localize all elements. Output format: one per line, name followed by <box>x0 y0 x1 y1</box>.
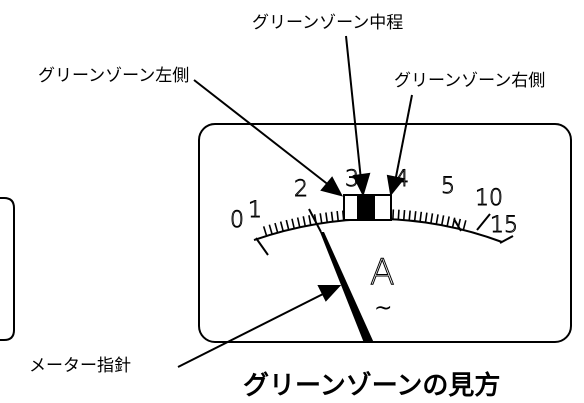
minor-tick-6 <box>296 217 301 228</box>
minor-tick-1 <box>268 224 273 235</box>
minor-tick-21 <box>419 211 423 222</box>
scale-major-ticks <box>255 208 514 256</box>
minor-tick-24 <box>435 214 439 225</box>
minor-tick-13 <box>336 211 340 222</box>
major-tick-5 <box>453 218 462 232</box>
scale-number-15: 15 <box>490 213 518 238</box>
minor-tick-20 <box>413 211 417 222</box>
minor-tick-2 <box>274 222 279 233</box>
arrow-needle-line <box>177 291 328 368</box>
adjacent-meter-frame <box>0 197 15 341</box>
scale-number-5: 5 <box>441 174 455 199</box>
meter-unit: A <box>370 252 395 293</box>
major-tick-0 <box>255 237 269 256</box>
minor-tick-10 <box>319 213 323 224</box>
scale-number-2: 2 <box>294 177 308 202</box>
minor-tick-7 <box>302 216 307 227</box>
major-tick-10 <box>476 213 491 231</box>
minor-tick-4 <box>285 219 290 230</box>
label-meter-needle: メーター指針 <box>29 356 131 376</box>
minor-tick-11 <box>325 212 329 223</box>
scale-number-3: 3 <box>345 167 359 192</box>
meter-unit-symbol: ~ <box>374 296 392 321</box>
minor-tick-19 <box>408 210 411 221</box>
arrow-left-line <box>193 79 331 187</box>
scale-number-0: 0 <box>230 208 244 233</box>
arrow-needle-head <box>317 285 342 302</box>
minor-tick-0 <box>262 226 268 237</box>
arrow-right-line <box>394 94 413 183</box>
major-tick-2 <box>308 208 322 233</box>
minor-tick-12 <box>330 211 334 222</box>
label-green-zone-center: グリーンゾーン中程 <box>252 13 403 33</box>
arrow-right-head <box>386 174 405 197</box>
green-zone-center-fill <box>357 194 375 221</box>
minor-tick-22 <box>424 212 428 223</box>
label-green-zone-left: グリーンゾーン左側 <box>38 66 189 86</box>
major-tick-15 <box>499 235 514 244</box>
callout-arrows <box>177 35 413 368</box>
diagram-caption: グリーンゾーンの見方 <box>243 370 500 401</box>
scale-number-10: 10 <box>475 186 503 211</box>
label-green-zone-right: グリーンゾーン右側 <box>394 71 545 91</box>
minor-tick-3 <box>279 221 284 232</box>
meter-needle <box>320 232 374 343</box>
minor-tick-25 <box>440 215 445 226</box>
minor-tick-26 <box>446 216 450 227</box>
minor-tick-29 <box>462 220 467 231</box>
minor-tick-5 <box>291 218 295 229</box>
meter-frame <box>198 123 572 343</box>
arrow-center-line <box>345 35 362 181</box>
arrow-left-head <box>320 176 343 197</box>
minor-tick-8 <box>308 215 312 226</box>
minor-tick-23 <box>430 213 434 224</box>
minor-tick-18 <box>402 210 406 221</box>
arrow-center-head <box>352 172 371 197</box>
minor-tick-17 <box>397 209 400 220</box>
green-zone-marker <box>343 194 392 221</box>
scale-number-1: 1 <box>248 198 262 223</box>
